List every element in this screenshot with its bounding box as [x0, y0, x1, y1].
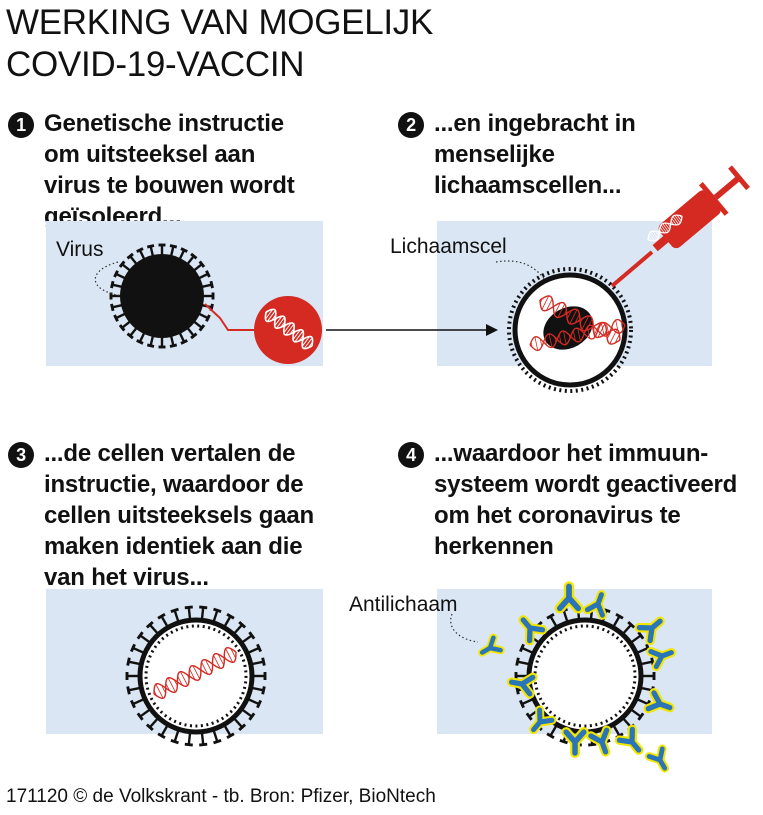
- title-line-1: WERKING VAN MOGELIJK: [6, 3, 434, 42]
- virus-label: Virus: [56, 238, 104, 261]
- antibody-icon: [478, 581, 676, 773]
- step-3-line: cellen uitsteeksels gaan: [44, 502, 315, 529]
- source-credit: 171120 © de Volkskrant - tb. Bron: Pfize…: [6, 786, 436, 807]
- step-2-line: menselijke: [434, 141, 555, 168]
- step-3-line: van het virus...: [44, 564, 209, 591]
- step-1-line: virus te bouwen wordt: [44, 172, 295, 199]
- arrow-icon: [326, 324, 498, 336]
- step-4-line: om het coronavirus te: [434, 502, 681, 529]
- step-2: 2 ...en ingebracht in menselijke lichaam…: [398, 108, 636, 201]
- step-3-line: ...de cellen vertalen de: [44, 440, 296, 467]
- step-1-line: om uitsteeksel aan: [44, 141, 256, 168]
- cell-label: Lichaamscel: [390, 235, 507, 258]
- step-number-3: 3: [8, 442, 34, 468]
- cell-with-spikes-icon: [125, 605, 267, 747]
- step-3-line: instructie, waardoor de: [44, 471, 304, 498]
- step-4-line: systeem wordt geactiveerd: [434, 471, 738, 498]
- step-2-text: ...en ingebracht in menselijke lichaamsc…: [434, 108, 636, 201]
- syringe-icon: [610, 165, 750, 288]
- step-3-text: ...de cellen vertalen de instructie, waa…: [44, 438, 314, 593]
- extraction-line: [204, 303, 262, 331]
- title-line-2: COVID-19-VACCIN: [6, 45, 305, 84]
- antibody-leader-line: [450, 613, 479, 643]
- page-title: WERKING VAN MOGELIJK COVID-19-VACCIN: [6, 2, 706, 86]
- step-4-line: ...waardoor het immuun-: [434, 440, 709, 467]
- step-3-line: maken identiek aan die: [44, 533, 303, 560]
- step-1-line: Genetische instructie: [44, 110, 284, 137]
- step-number-2: 2: [398, 112, 424, 138]
- cell-icon: [507, 267, 633, 393]
- step-4: 4 ...waardoor het immuun- systeem wordt …: [398, 438, 737, 562]
- step-1-text: Genetische instructie om uitsteeksel aan…: [44, 108, 295, 232]
- step-number-4: 4: [398, 442, 424, 468]
- step-4-text: ...waardoor het immuun- systeem wordt ge…: [434, 438, 737, 562]
- virus-icon: [109, 243, 215, 349]
- dna-icon: [254, 296, 322, 364]
- step-2-line: ...en ingebracht in: [434, 110, 636, 137]
- virus-leader-line: [94, 261, 123, 297]
- step-number-1: 1: [8, 112, 34, 138]
- step-1: 1 Genetische instructie om uitsteeksel a…: [8, 108, 295, 232]
- step-3: 3 ...de cellen vertalen de instructie, w…: [8, 438, 314, 593]
- step-2-line: lichaamscellen...: [434, 172, 622, 199]
- step-4-line: herkennen: [434, 533, 554, 560]
- antibody-label: Antilichaam: [349, 593, 458, 616]
